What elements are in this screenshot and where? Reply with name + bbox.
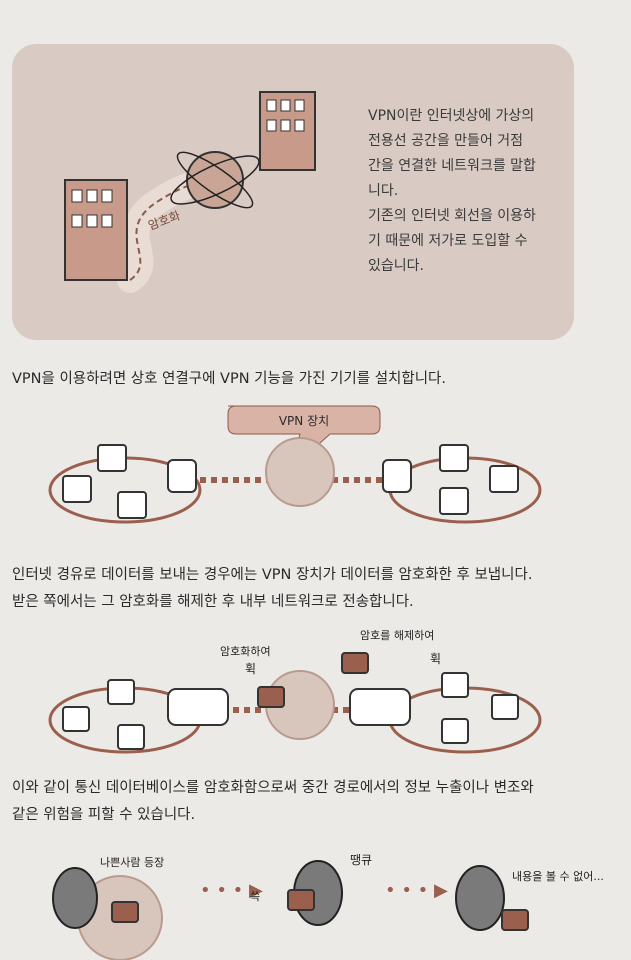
encrypted-package-icon bbox=[257, 686, 285, 708]
decrypt-note: 암호를 해제하여 bbox=[360, 628, 434, 642]
paragraph-encrypt-line1: 인터넷 경유로 데이터를 보내는 경우에는 VPN 장치가 데이터를 암호화한 … bbox=[12, 567, 533, 583]
computer-icon bbox=[62, 706, 90, 732]
encrypted-package-icon bbox=[111, 901, 139, 923]
villain-story-strip: 나쁜사람 등장 • • • ▶ 쓱 땡큐 • • • ▶ 내용을 볼 수 없어.… bbox=[52, 853, 604, 960]
sad-label: 내용을 볼 수 없어... bbox=[512, 870, 604, 883]
vpn-device-decrypting-icon bbox=[349, 688, 411, 726]
encrypt-note: 암호화하여 bbox=[220, 644, 271, 658]
intro-line: 있습니다. bbox=[368, 258, 424, 274]
computer-icon bbox=[107, 679, 135, 705]
globe-icon bbox=[170, 151, 260, 209]
grab-sfx: 쓱 bbox=[250, 890, 260, 903]
computer-icon bbox=[117, 491, 147, 519]
paragraph-risk-line2: 같은 위험을 피할 수 있습니다. bbox=[12, 807, 196, 823]
computer-icon bbox=[491, 694, 519, 720]
intro-line: 간을 연결한 네트워크를 말합 bbox=[368, 158, 536, 174]
intro-illustration: 암호화 bbox=[64, 91, 316, 293]
paragraph-vpn-install: VPN을 이용하려면 상호 연결구에 VPN 기능을 가진 기기를 설치합니다. bbox=[12, 371, 446, 387]
paragraph-encrypt-line2: 받은 쪽에서는 그 암호화를 해제한 후 내부 네트워크로 전송합니다. bbox=[12, 594, 414, 610]
computer-icon bbox=[97, 444, 127, 472]
encrypted-package-icon bbox=[287, 889, 315, 911]
encryption-diagram: 암호화하여 휙 암호를 해제하여 휙 bbox=[48, 628, 542, 754]
svg-text:VPN 장치: VPN 장치 bbox=[279, 414, 329, 428]
paragraph-risk-line1: 이와 같이 통신 데이터베이스를 암호화함으로써 중간 경로에서의 정보 누출이… bbox=[12, 780, 534, 796]
computer-icon bbox=[439, 444, 469, 472]
vpn-device-left-icon bbox=[167, 459, 197, 493]
encrypt-sfx: 휙 bbox=[245, 662, 256, 676]
computer-icon bbox=[489, 465, 519, 493]
computer-icon bbox=[441, 672, 469, 698]
arrow-dots: • • • ▶ bbox=[200, 880, 263, 901]
intro-line: 기 때문에 저가로 도입할 수 bbox=[368, 233, 528, 249]
vpn-device-encrypting-icon bbox=[167, 688, 229, 726]
open-package-icon bbox=[341, 652, 369, 674]
intro-line: VPN이란 인터넷상에 가상의 bbox=[368, 108, 535, 124]
vpn-device-diagram: VPN 장치 bbox=[48, 405, 542, 524]
vpn-device-right-icon bbox=[382, 459, 412, 493]
internet-globe-icon bbox=[265, 437, 335, 507]
intro-line: 전용선 공간을 만들어 거점 bbox=[368, 133, 524, 149]
decrypt-sfx: 휙 bbox=[430, 652, 441, 666]
villain-label: 나쁜사람 등장 bbox=[100, 856, 164, 869]
computer-icon bbox=[62, 475, 92, 503]
computer-icon bbox=[117, 724, 145, 750]
left-building-icon bbox=[64, 179, 128, 281]
villain-icon bbox=[52, 867, 98, 929]
intro-line: 기존의 인터넷 회선을 이용하 bbox=[368, 208, 536, 224]
intro-line: 니다. bbox=[368, 183, 399, 199]
right-building-icon bbox=[259, 91, 316, 171]
computer-icon bbox=[441, 718, 469, 744]
intro-text: VPN이란 인터넷상에 가상의 전용선 공간을 만들어 거점 간을 연결한 네트… bbox=[368, 104, 568, 279]
thanks-sfx: 땡큐 bbox=[350, 853, 372, 867]
computer-icon bbox=[439, 487, 469, 515]
villain-sad-icon bbox=[455, 865, 505, 931]
arrow-dots: • • • ▶ bbox=[385, 880, 448, 901]
locked-package-icon bbox=[501, 909, 529, 931]
